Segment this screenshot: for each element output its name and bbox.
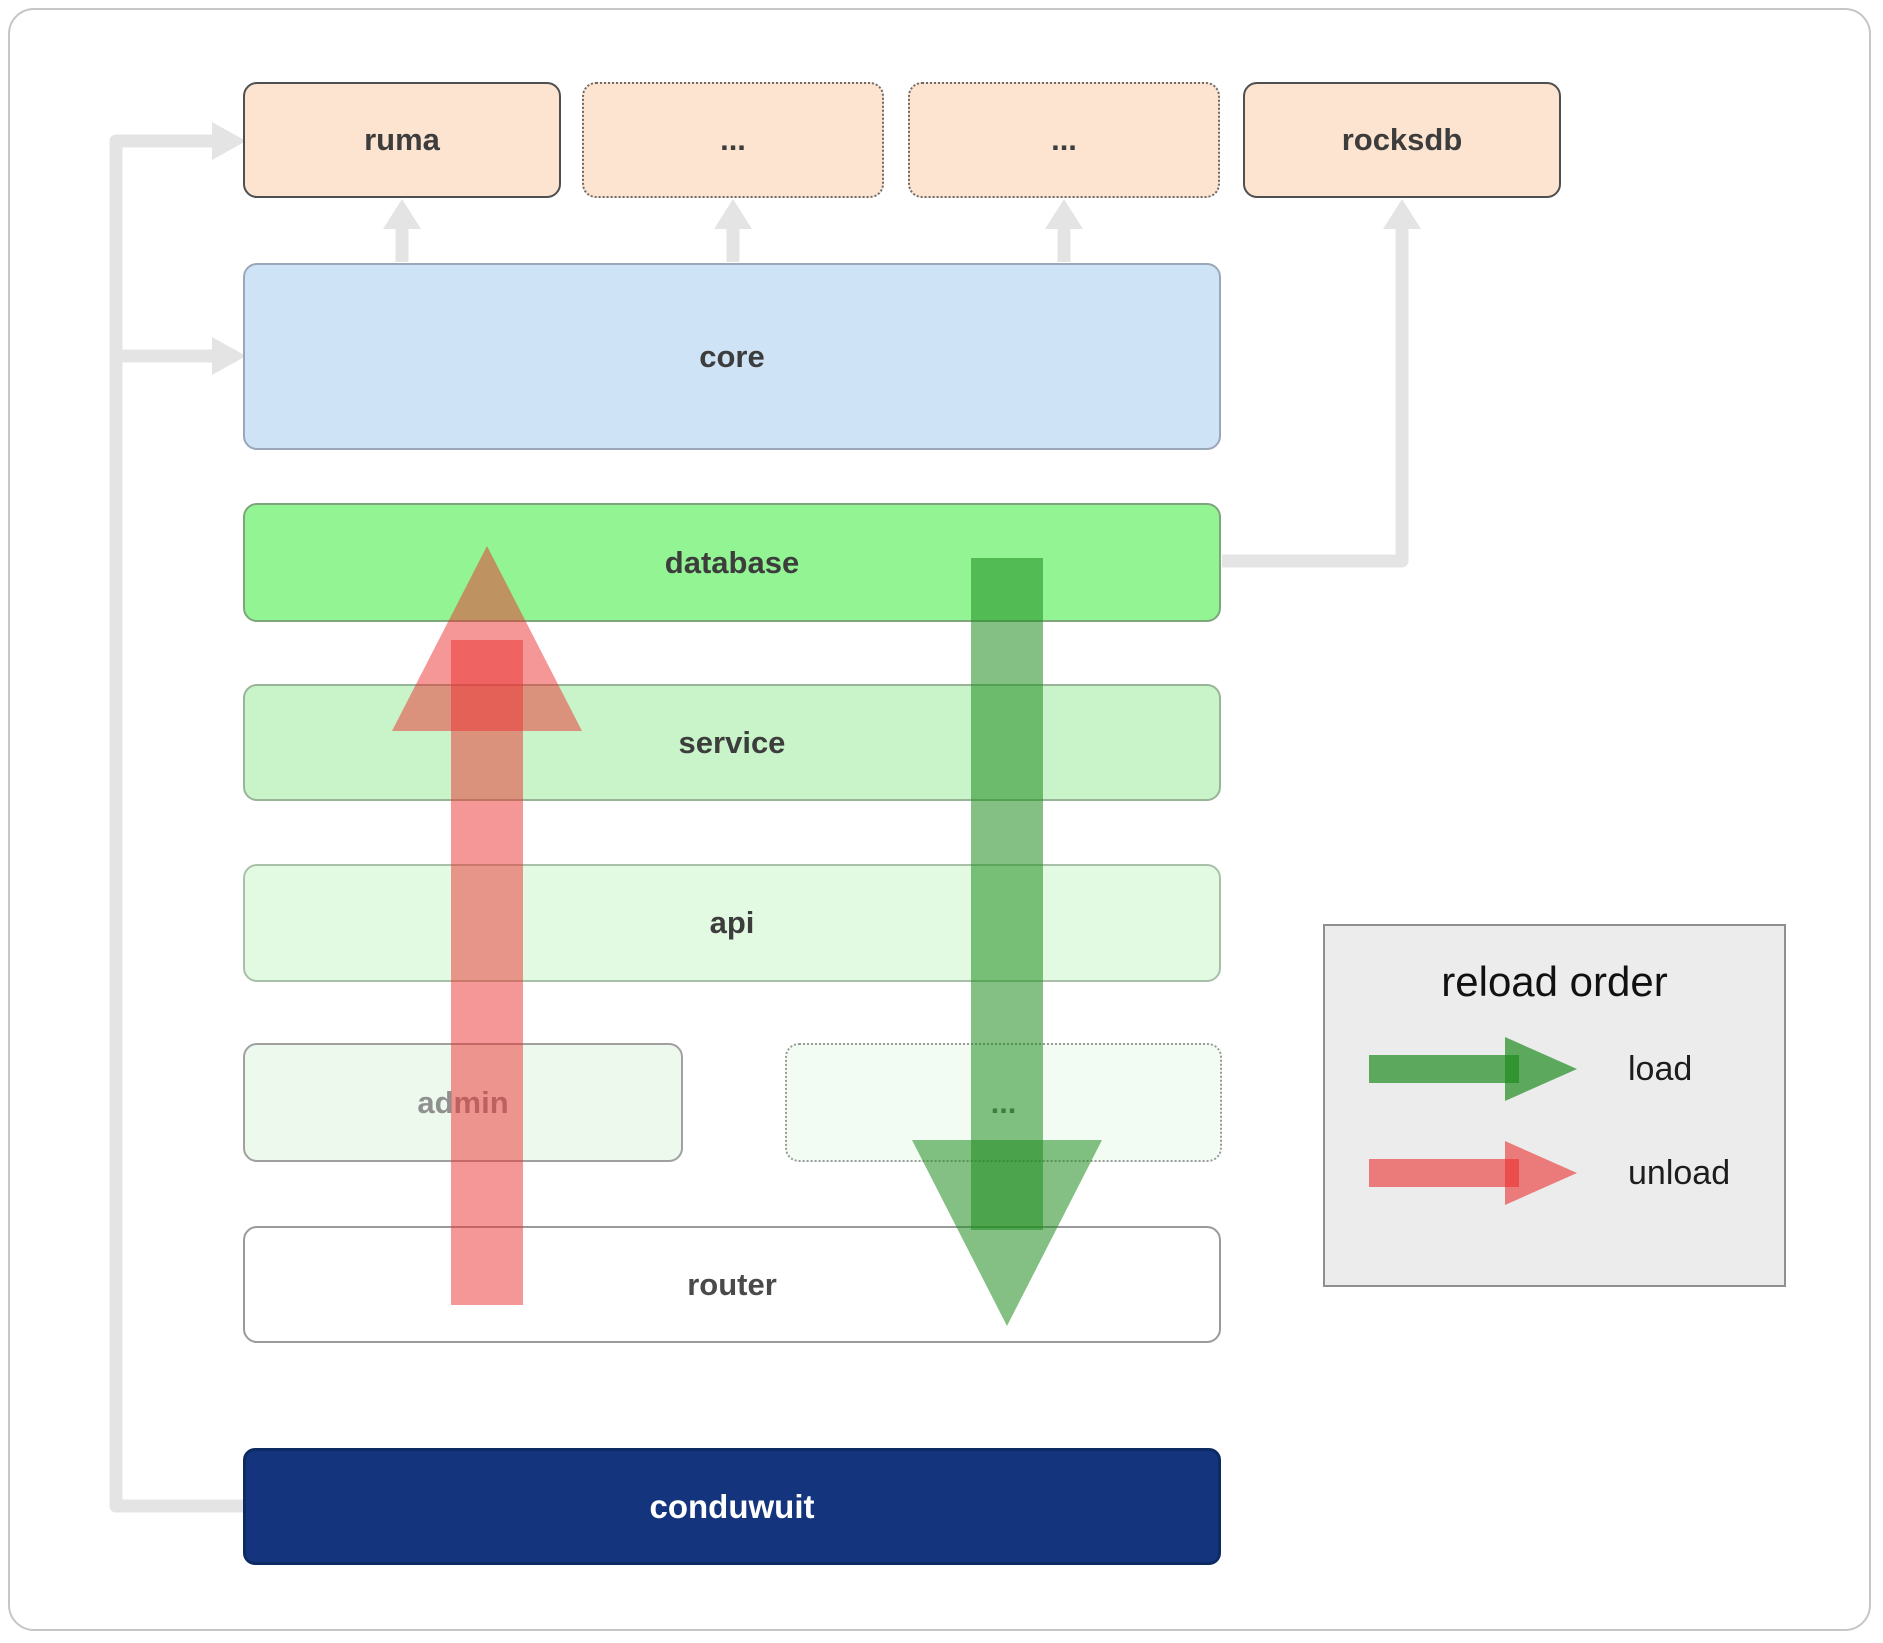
legend-panel: reload order load unload: [1323, 924, 1786, 1287]
legend-label-load: load: [1628, 1049, 1693, 1088]
node-rocksdb: rocksdb: [1243, 82, 1561, 198]
node-router: router: [243, 1226, 1221, 1343]
node-external-crate-2-label: ...: [1051, 122, 1077, 157]
node-ruma-label: ruma: [364, 122, 440, 157]
node-database-label: database: [664, 544, 800, 580]
node-api-label: api: [709, 905, 755, 940]
node-admin: admin: [243, 1043, 683, 1162]
node-service: service: [243, 684, 1221, 801]
legend-item-unload: unload: [1325, 1132, 1784, 1214]
node-rocksdb-label: rocksdb: [1341, 122, 1463, 157]
node-conduwuit: conduwuit: [243, 1448, 1221, 1565]
node-more-services-label: ...: [990, 1084, 1017, 1120]
node-database: database: [243, 503, 1221, 622]
node-core-label: core: [699, 338, 765, 374]
legend-label-unload: unload: [1628, 1153, 1731, 1192]
diagram-canvas: [8, 8, 1871, 1631]
legend-item-load: load: [1325, 1028, 1784, 1110]
node-api: api: [243, 864, 1221, 982]
node-external-crate-1: ...: [582, 82, 884, 198]
legend-title: reload order: [1441, 958, 1668, 1005]
node-router-label: router: [687, 1266, 777, 1302]
node-ruma: ruma: [243, 82, 561, 198]
node-conduwuit-label: conduwuit: [649, 1487, 815, 1525]
node-more-services: ...: [785, 1043, 1222, 1162]
node-admin-label: admin: [417, 1084, 509, 1120]
load-arrow-legend-icon: [1369, 1037, 1577, 1101]
unload-arrow-legend-icon: [1369, 1141, 1577, 1205]
node-service-label: service: [678, 724, 786, 760]
node-core: core: [243, 263, 1221, 450]
node-external-crate-2: ...: [908, 82, 1220, 198]
node-external-crate-1-label: ...: [720, 122, 746, 157]
